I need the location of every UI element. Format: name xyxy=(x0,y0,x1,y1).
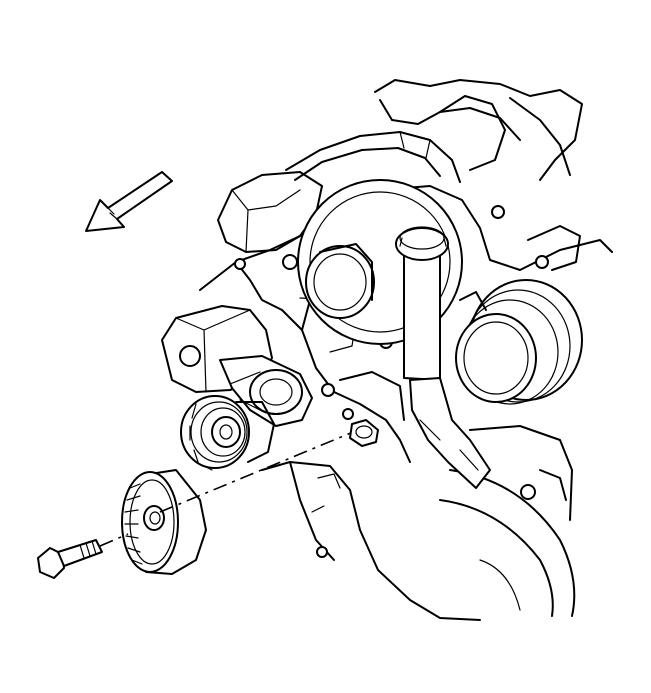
idler-pulley xyxy=(121,469,207,575)
direction-arrow-icon xyxy=(85,171,173,232)
idler-pulley-installed xyxy=(180,395,275,471)
installation-axis xyxy=(159,429,359,513)
water-pump-pulley xyxy=(297,179,583,489)
idler-pulley-bolt xyxy=(37,533,129,579)
mounting-spacer xyxy=(349,419,379,447)
